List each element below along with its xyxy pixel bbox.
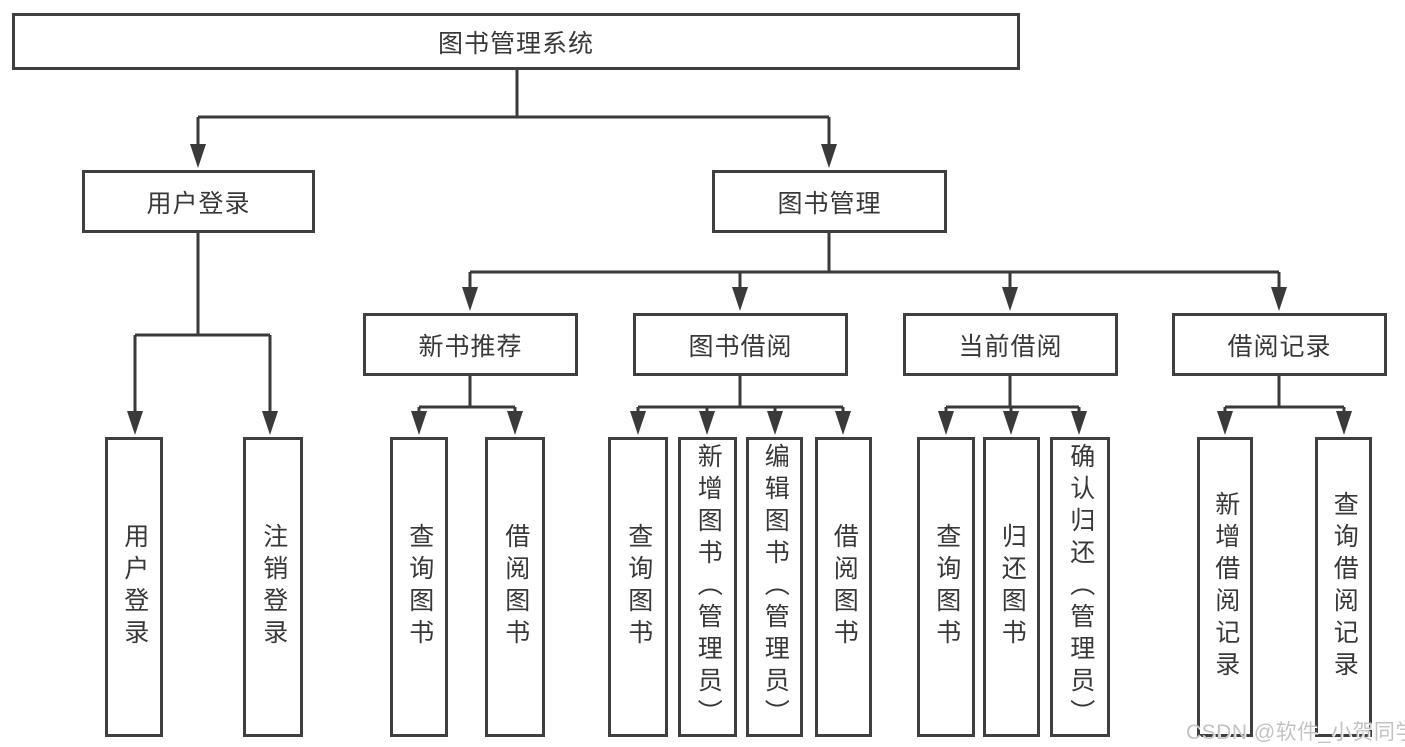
node-label: 借阅图书	[501, 523, 530, 651]
csdn-watermark: CSDN @软件_小贺同学	[1186, 721, 1405, 744]
node-label: 用户登录	[120, 523, 149, 651]
leaf-confirm-return-admin: 确认归还（管理员）	[1050, 437, 1110, 737]
node-library-management-system: 图书管理系统	[12, 13, 1020, 70]
node-label: 查询图书	[932, 523, 961, 651]
node-label: 查询借阅记录	[1330, 491, 1359, 683]
node-label: 图书借阅	[688, 332, 793, 361]
node-label: 新增图书（管理员）	[694, 443, 723, 731]
node-book-management: 图书管理	[712, 170, 947, 233]
leaf-user-login: 用户登录	[105, 437, 163, 737]
node-new-book-recommend: 新书推荐	[363, 313, 578, 376]
leaf-add-borrow-record: 新增借阅记录	[1197, 437, 1253, 737]
node-user-login: 用户登录	[82, 170, 315, 233]
leaf-query-books-recommend: 查询图书	[390, 437, 448, 737]
leaf-borrow-books: 借阅图书	[815, 437, 872, 737]
leaf-add-books-admin: 新增图书（管理员）	[678, 437, 737, 737]
leaf-borrow-books-recommend: 借阅图书	[485, 437, 545, 737]
node-label: 图书管理系统	[437, 29, 594, 58]
node-label: 新增借阅记录	[1211, 491, 1240, 683]
node-current-borrowing: 当前借阅	[903, 313, 1118, 376]
node-label: 新书推荐	[418, 332, 523, 361]
leaf-edit-books-admin: 编辑图书（管理员）	[746, 437, 803, 737]
node-label: 图书管理	[777, 189, 882, 218]
node-borrowing-records: 借阅记录	[1172, 313, 1387, 376]
node-label: 查询图书	[624, 523, 653, 651]
node-label: 确认归还（管理员）	[1066, 443, 1095, 731]
leaf-query-borrow-record: 查询借阅记录	[1315, 437, 1372, 737]
leaf-query-books-borrowing: 查询图书	[608, 437, 668, 737]
node-label: 编辑图书（管理员）	[761, 443, 790, 731]
leaf-logout: 注销登录	[243, 437, 303, 737]
node-label: 当前借阅	[958, 332, 1063, 361]
node-label: 归还图书	[998, 523, 1027, 651]
node-label: 用户登录	[146, 189, 251, 218]
leaf-return-books: 归还图书	[983, 437, 1040, 737]
node-label: 借阅图书	[830, 523, 859, 651]
node-label: 查询图书	[405, 523, 434, 651]
node-label: 注销登录	[259, 523, 288, 651]
node-label: 借阅记录	[1227, 332, 1332, 361]
node-book-borrowing: 图书借阅	[633, 313, 848, 376]
leaf-query-books-current: 查询图书	[917, 437, 975, 737]
